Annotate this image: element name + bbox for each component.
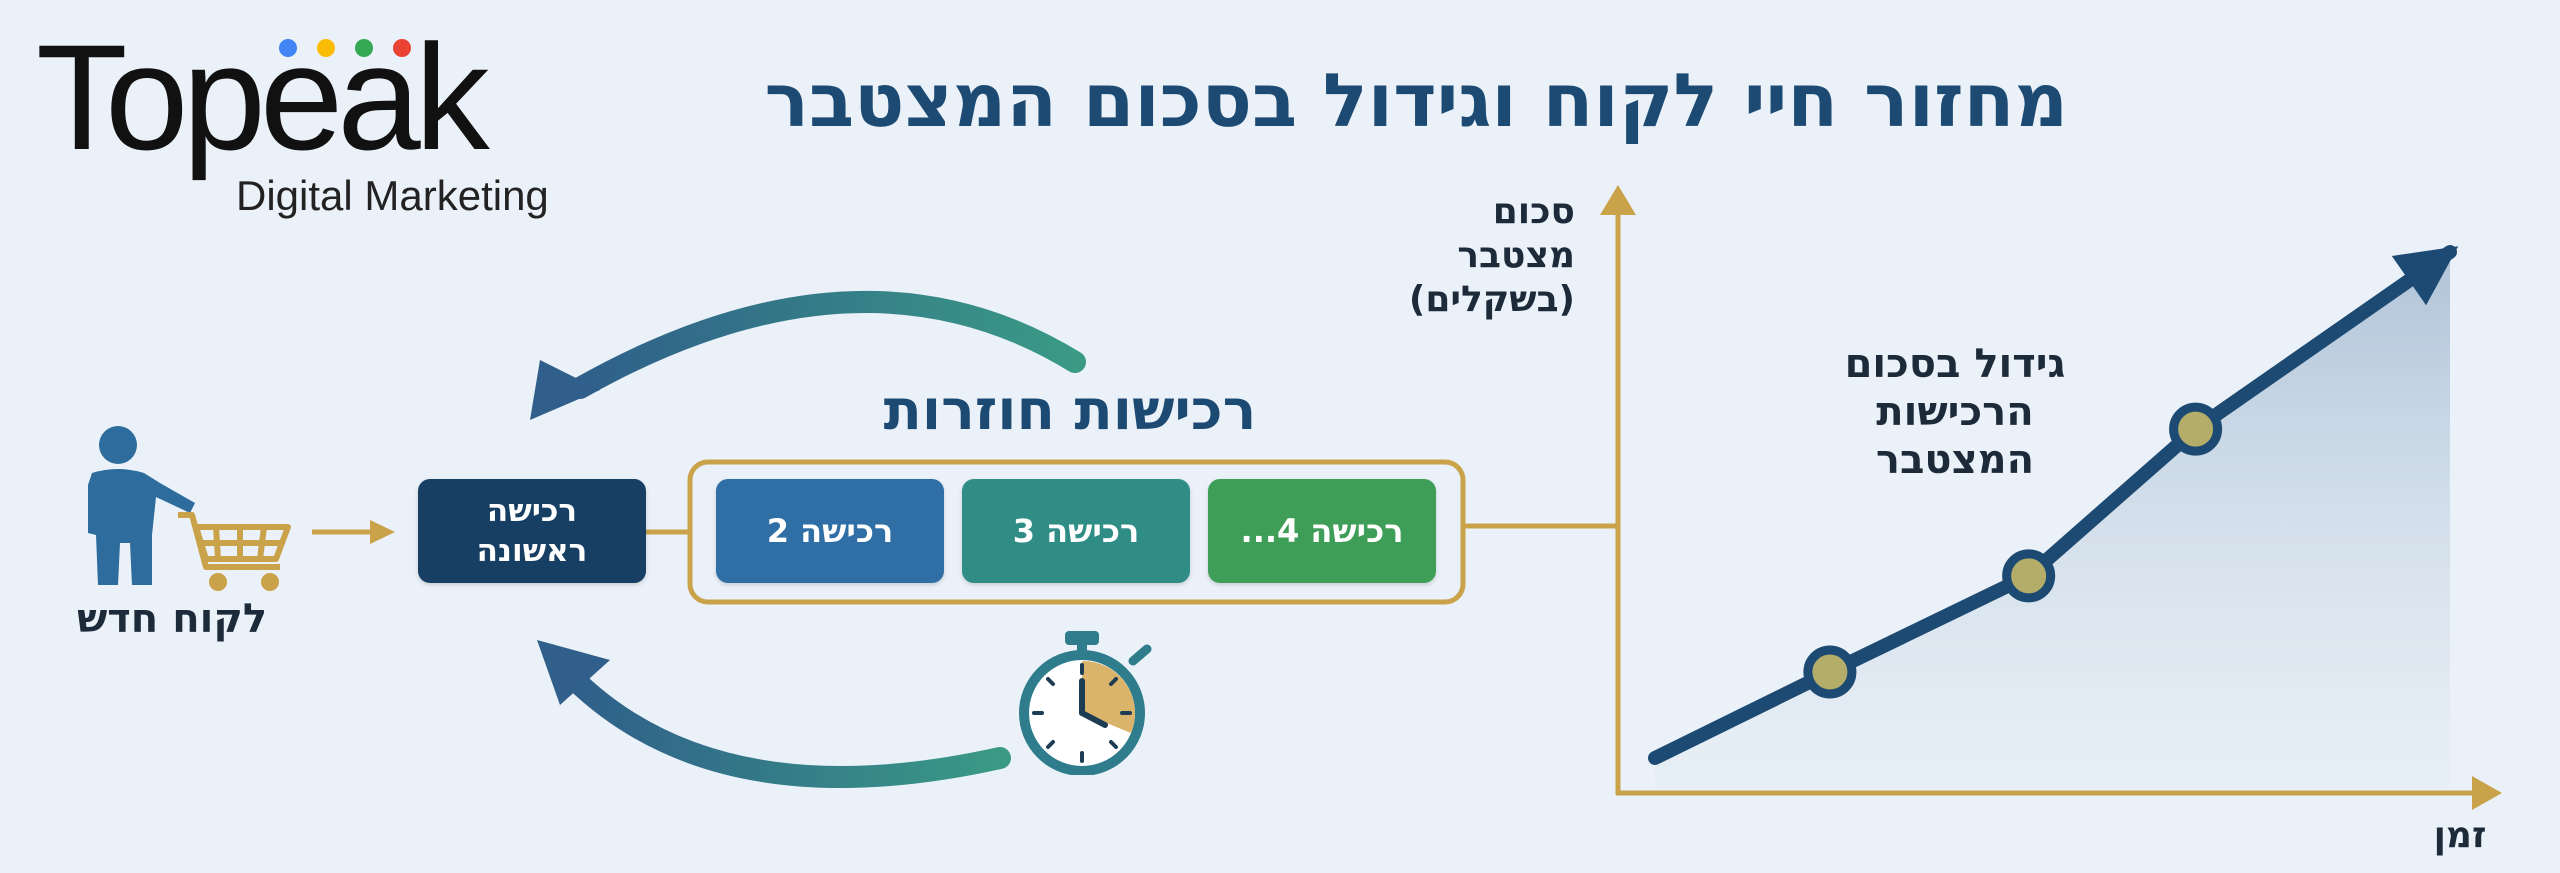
recurring-purchases-label: רכישות חוזרות (883, 378, 1257, 443)
new-customer-label: לקוח חדש (76, 596, 268, 642)
growth-arrowhead (2391, 246, 2459, 306)
customer-icon (88, 426, 291, 591)
stopwatch-icon (1019, 631, 1152, 775)
data-point (2169, 402, 2223, 456)
customer-arrow-head (370, 520, 395, 544)
logo-wordmark: Topeak (36, 13, 490, 181)
chart-layer (1648, 245, 2459, 788)
x-axis-arrowhead (2472, 776, 2502, 810)
purchase-box-label: רכישה 3 (1012, 512, 1140, 550)
logo-dots (279, 39, 411, 57)
purchase-box-3: רכישה 3 (962, 479, 1190, 583)
logo-tagline: Digital Marketing (236, 172, 549, 219)
page-title: מחזור חיי לקוח וגידול בסכום המצטבר (764, 58, 2068, 144)
purchase-box-4: רכישה 4... (1208, 479, 1436, 583)
growth-label: גידול בסכום הרכישות המצטבר (1775, 340, 2135, 484)
purchase-box-label: רכישה 4... (1240, 512, 1404, 550)
data-point (1803, 645, 1857, 699)
return-arrow-top-head (530, 360, 600, 420)
y-axis-arrowhead (1600, 185, 1636, 215)
purchase-box-label: רכישה 2 (766, 512, 894, 550)
shopping-cart-icon (178, 512, 291, 570)
y-axis-title: סכום מצטבר (בשקלים) (1365, 190, 1575, 322)
logo-dot (279, 39, 297, 57)
logo-dot (393, 39, 411, 57)
purchase-box-2: רכישה 2 (716, 479, 944, 583)
first-purchase-box: רכישה ראשונה (418, 479, 646, 583)
return-arrow-bottom (564, 669, 1011, 789)
recurring-container (687, 459, 1466, 605)
logo-dot (355, 39, 373, 57)
data-point (2002, 549, 2056, 603)
return-arrow-top (569, 290, 1086, 399)
logo-dot (317, 39, 335, 57)
growth-area (1655, 252, 2450, 788)
first-purchase-label: רכישה ראשונה (476, 493, 588, 569)
y-axis-title-text: סכום מצטבר (בשקלים) (1408, 191, 1575, 320)
return-arrow-bottom-head (537, 640, 610, 705)
growth-label-text: גידול בסכום הרכישות המצטבר (1844, 341, 2066, 483)
x-axis-title: זמן (2433, 815, 2487, 856)
